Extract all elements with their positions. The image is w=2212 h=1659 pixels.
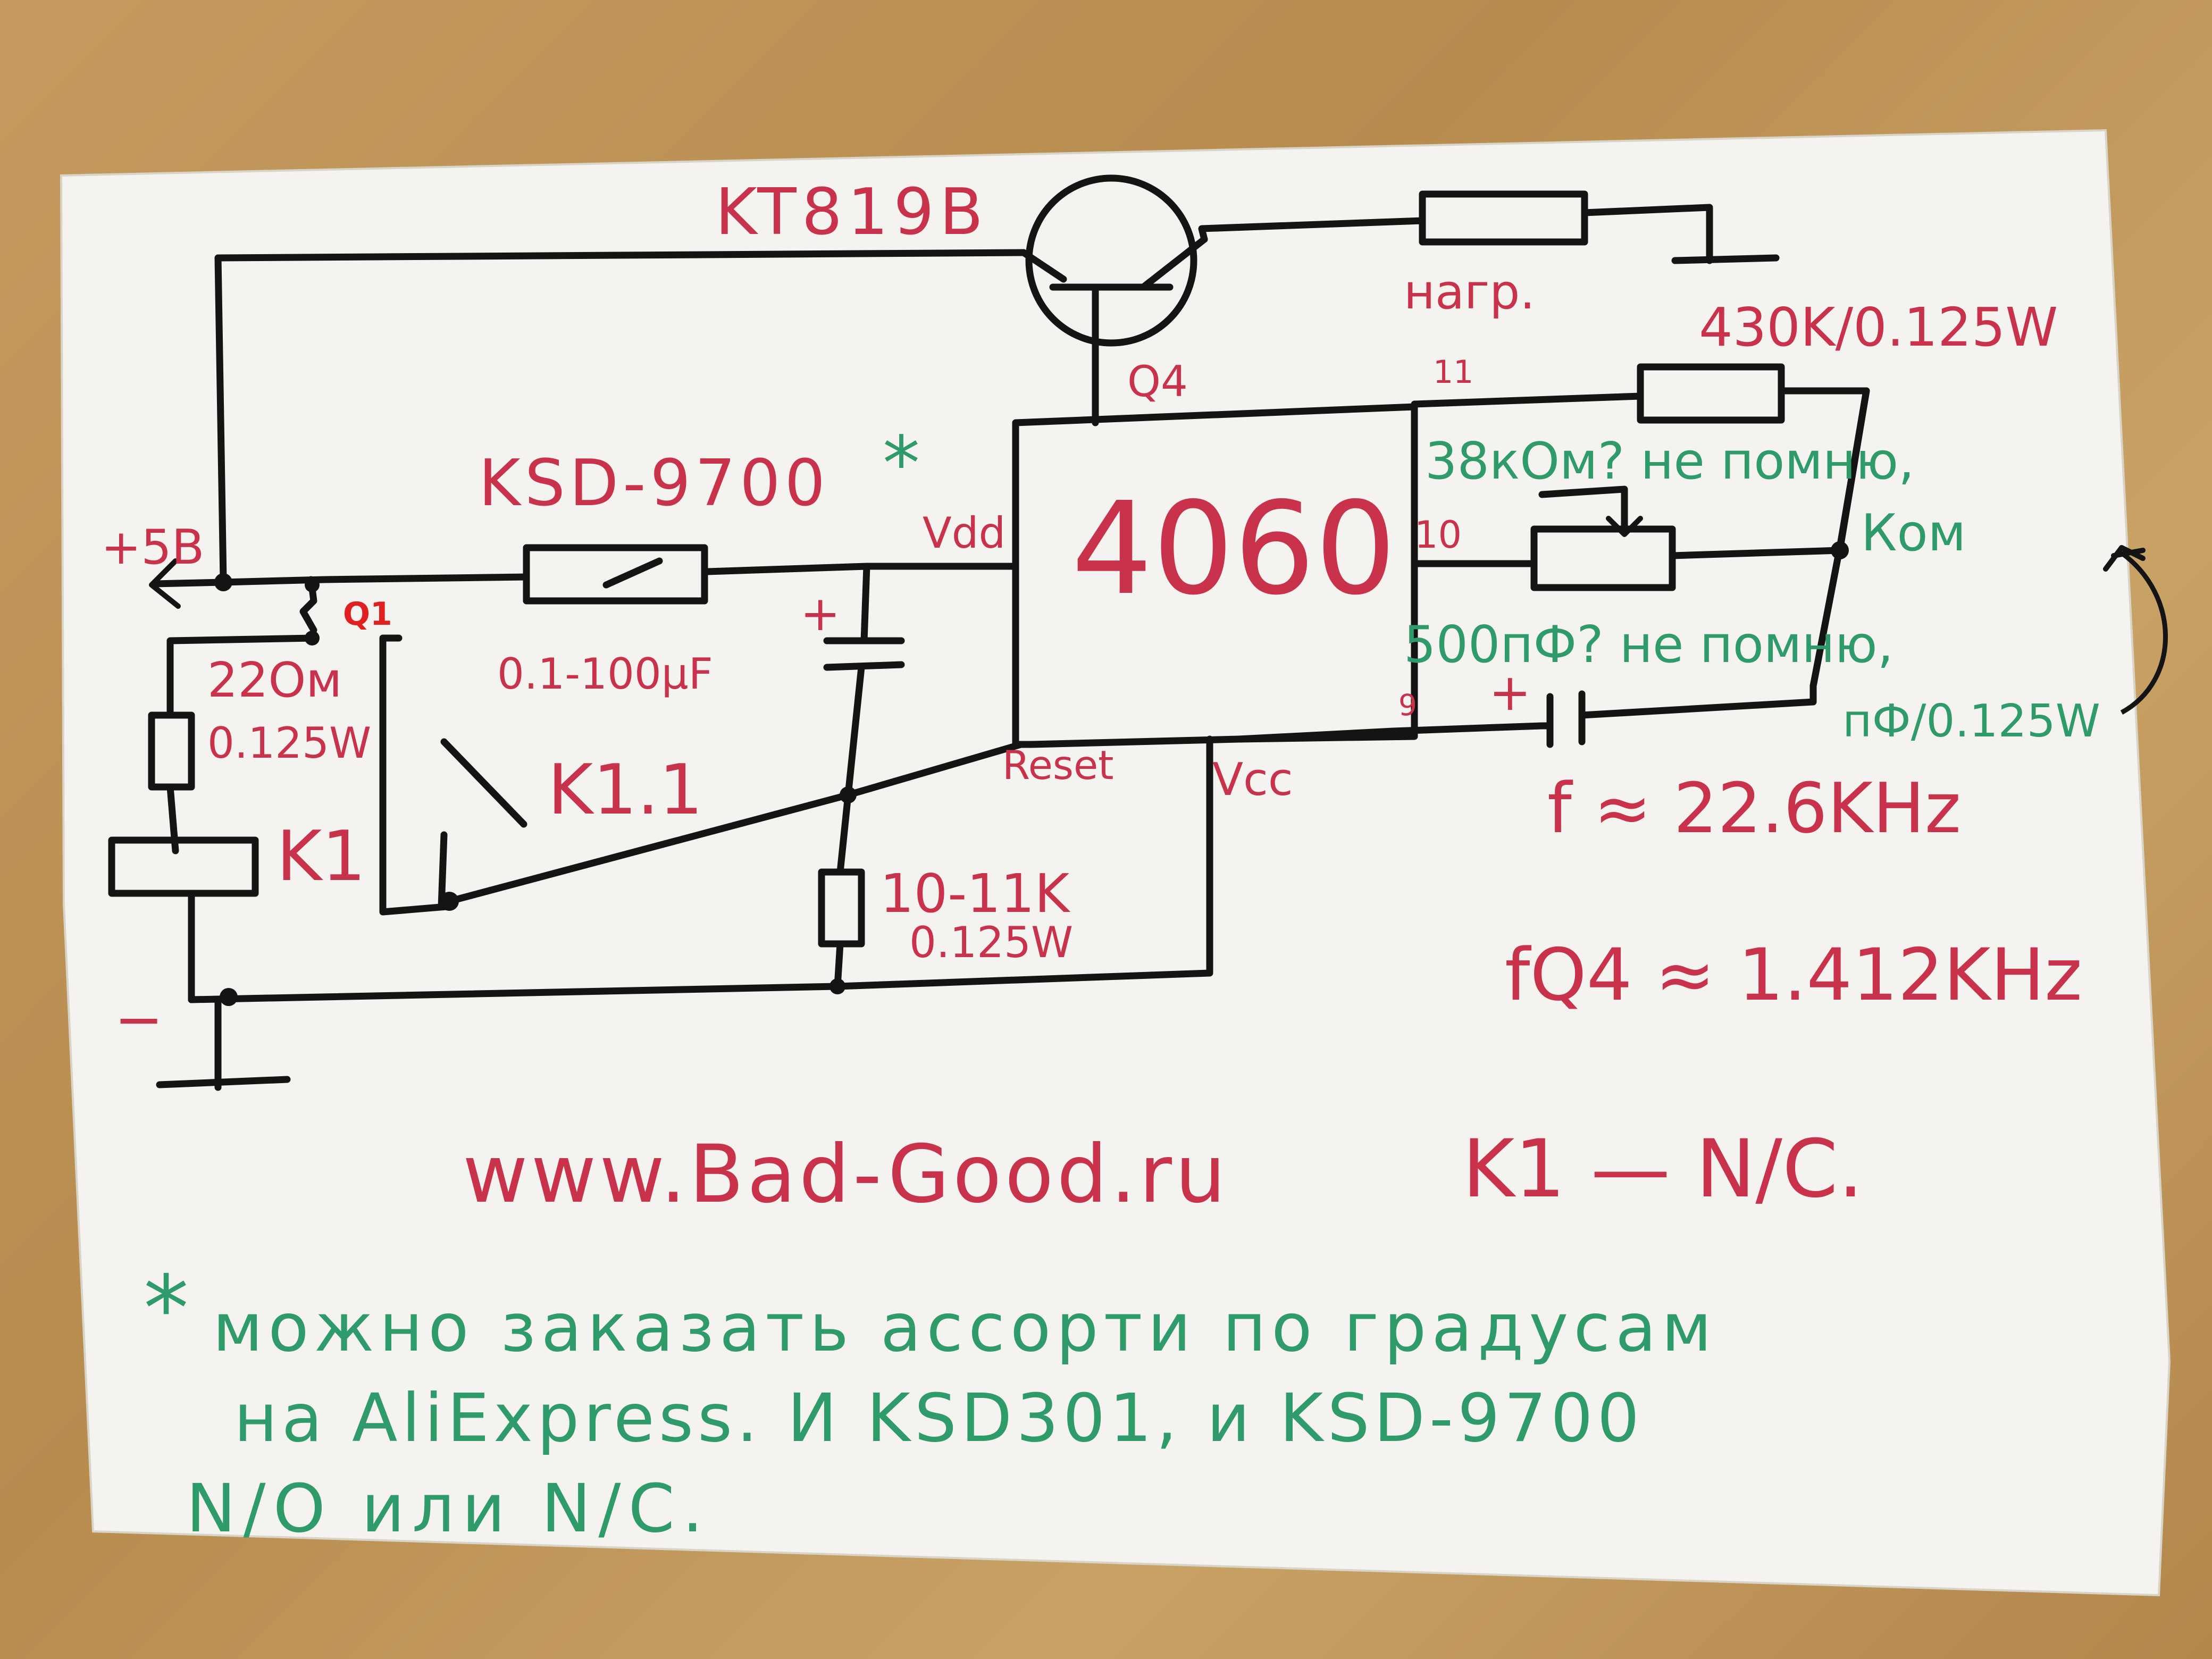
relay-label: K1 <box>276 816 366 896</box>
pin10-label: 10 <box>1414 513 1462 557</box>
cap-label: 500пФ? не помню, <box>1404 616 1893 674</box>
pin9-label: 9 <box>1398 688 1417 722</box>
cap-timer-label: 0.1-100μF <box>497 649 713 699</box>
r-reset-label: 10-11K <box>880 862 1071 925</box>
q4-label: Q4 <box>1127 357 1188 406</box>
r-reset-w-label: 0.125W <box>909 918 1073 967</box>
plus5v-label: +5B <box>101 520 204 575</box>
chip-label: 4060 <box>1071 474 1396 623</box>
paper <box>60 129 2171 1597</box>
reset-label: Reset <box>1002 742 1114 789</box>
r-relay-w-label: 0.125W <box>207 718 371 768</box>
r-feedback-label: 430K/0.125W <box>1699 296 2058 358</box>
transistor-label: KT819B <box>715 175 988 249</box>
curved-arrow-icon <box>2120 551 2168 715</box>
ksd-label: KSD-9700 <box>479 447 830 521</box>
vcc-label: Vcc <box>1212 753 1293 806</box>
k1-nc-label: K1 — N/C. <box>1462 1123 1863 1216</box>
freq2-label: fQ4 ≈ 1.412KHz <box>1505 933 2082 1017</box>
arrow-head-icon <box>2103 545 2146 572</box>
note-line-2: на AliExpress. И KSD301, и KSD-9700 <box>234 1380 1644 1457</box>
relay-contact-label: K1.1 <box>548 749 703 830</box>
freq1-label: f ≈ 22.6KHz <box>1547 768 1961 849</box>
note-line-1: можно заказать ассорти по градусам <box>213 1289 1717 1367</box>
website-label: www.Bad-Good.ru <box>463 1128 1229 1221</box>
circuit-wiring <box>108 174 2146 1091</box>
vdd-label: Vdd <box>923 508 1006 558</box>
ksd-star: * <box>883 421 920 507</box>
minus-label: − <box>114 985 163 1053</box>
q1-label: Q1 <box>343 596 392 633</box>
r-relay-label: 22Ом <box>207 652 342 708</box>
cap-label-2: пФ/0.125W <box>1842 695 2100 748</box>
note-line-3: N/O или N/C. <box>186 1470 710 1547</box>
cap-timer-plus: + <box>800 586 840 642</box>
pot-label: 38кОм? не помню, <box>1425 432 1914 491</box>
cap9-plus: + <box>1489 664 1531 722</box>
note-star: * <box>144 1256 189 1362</box>
load-label: нагр. <box>1404 264 1535 320</box>
pin11-label: 11 <box>1433 354 1473 391</box>
pot-label-2: Ком <box>1861 504 1966 563</box>
